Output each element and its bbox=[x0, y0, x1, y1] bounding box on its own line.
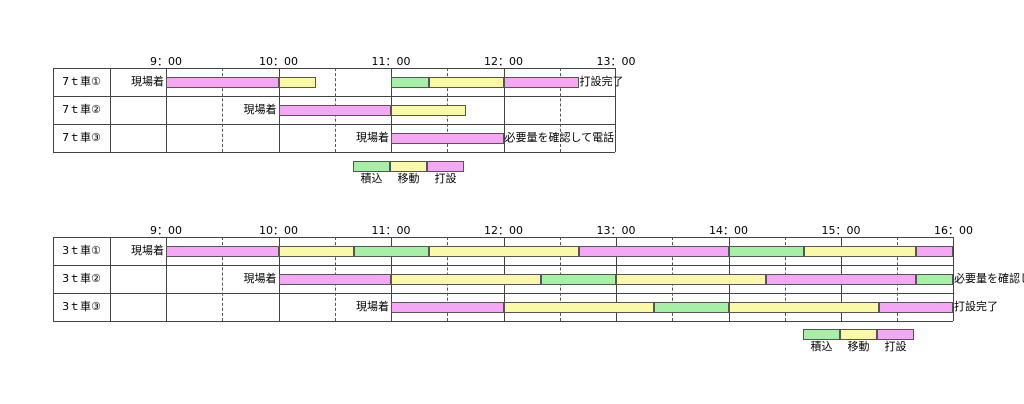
table-border-top bbox=[53, 237, 953, 238]
legend-label: 打設 bbox=[884, 340, 907, 353]
segment-place bbox=[166, 77, 279, 88]
legend-swatch-place bbox=[427, 161, 464, 172]
legend-label: 移動 bbox=[397, 172, 420, 185]
legend-label: 移動 bbox=[847, 340, 870, 353]
arrival-label: 現場着 bbox=[356, 131, 389, 144]
segment-move bbox=[391, 274, 541, 285]
hour-label: 13：00 bbox=[596, 224, 636, 237]
hour-label: 11：00 bbox=[371, 55, 411, 68]
segment-place bbox=[916, 246, 953, 257]
segment-place bbox=[503, 77, 579, 88]
hour-label: 10：00 bbox=[259, 55, 298, 68]
segment-move bbox=[428, 77, 504, 88]
hour-gridline bbox=[504, 68, 505, 152]
label-column-divider bbox=[110, 237, 111, 321]
arrival-label: 現場着 bbox=[131, 244, 164, 257]
half-hour-gridline bbox=[222, 68, 223, 152]
legend-swatch-move bbox=[390, 161, 427, 172]
segment-place bbox=[278, 105, 391, 116]
end-note: 必要量を確認して電話 bbox=[954, 272, 1024, 285]
segment-place bbox=[766, 274, 916, 285]
legend-label: 積込 bbox=[810, 340, 833, 353]
legend-swatch-move bbox=[840, 329, 877, 340]
table-border-top bbox=[53, 68, 615, 69]
row-divider bbox=[53, 265, 953, 266]
legend-label: 打設 bbox=[434, 172, 457, 185]
legend-swatch-place bbox=[877, 329, 914, 340]
legend-swatch-load bbox=[803, 329, 840, 340]
half-hour-gridline bbox=[560, 68, 561, 152]
arrival-label: 現場着 bbox=[131, 75, 164, 88]
hour-label: 16：00 bbox=[934, 224, 973, 237]
segment-load bbox=[653, 302, 729, 313]
segment-load bbox=[353, 246, 429, 257]
half-hour-gridline bbox=[222, 237, 223, 321]
segment-place bbox=[878, 302, 953, 313]
end-note: 必要量を確認して電話 bbox=[504, 131, 615, 144]
segment-move bbox=[391, 105, 466, 116]
vehicle-label: 7ｔ車① bbox=[62, 75, 101, 88]
segment-load bbox=[541, 274, 616, 285]
segment-move bbox=[278, 246, 354, 257]
hour-label: 13：00 bbox=[596, 55, 636, 68]
end-note: 打設完了 bbox=[954, 300, 998, 313]
hour-label: 11：00 bbox=[371, 224, 411, 237]
segment-move bbox=[503, 302, 654, 313]
arrival-label: 現場着 bbox=[356, 300, 389, 313]
vehicle-label: 7ｔ車② bbox=[62, 103, 101, 116]
segment-load bbox=[391, 77, 429, 88]
segment-place bbox=[166, 246, 279, 257]
hour-label: 12：00 bbox=[484, 224, 523, 237]
segment-place bbox=[578, 246, 729, 257]
legend-label: 積込 bbox=[360, 172, 383, 185]
segment-load bbox=[728, 246, 804, 257]
segment-move bbox=[278, 77, 316, 88]
vehicle-label: 7ｔ車③ bbox=[62, 131, 101, 144]
hour-gridline bbox=[166, 68, 167, 152]
segment-move bbox=[616, 274, 766, 285]
table-border-bottom bbox=[53, 321, 953, 322]
segment-load bbox=[916, 274, 953, 285]
segment-place bbox=[278, 274, 391, 285]
hour-label: 12：00 bbox=[484, 55, 523, 68]
hour-label: 14：00 bbox=[709, 224, 748, 237]
arrival-label: 現場着 bbox=[243, 103, 277, 116]
legend-swatch-load bbox=[353, 161, 390, 172]
hour-gridline bbox=[166, 237, 167, 321]
table-border-left bbox=[53, 68, 54, 152]
hour-label: 15：00 bbox=[821, 224, 861, 237]
vehicle-label: 3ｔ車① bbox=[62, 244, 101, 257]
table-border-right bbox=[953, 237, 954, 321]
row-divider bbox=[53, 293, 953, 294]
arrival-label: 現場着 bbox=[243, 272, 277, 285]
row-divider bbox=[53, 96, 615, 97]
table-border-bottom bbox=[53, 152, 615, 153]
segment-move bbox=[728, 302, 879, 313]
table-border-left bbox=[53, 237, 54, 321]
row-divider bbox=[53, 124, 615, 125]
segment-place bbox=[391, 302, 504, 313]
label-column-divider bbox=[110, 68, 111, 152]
hour-label: 9：00 bbox=[150, 224, 182, 237]
hour-label: 10：00 bbox=[259, 224, 298, 237]
hour-label: 9：00 bbox=[150, 55, 182, 68]
segment-move bbox=[803, 246, 916, 257]
segment-place bbox=[391, 133, 504, 144]
table-border-right bbox=[615, 68, 616, 152]
end-note: 打設完了 bbox=[579, 75, 624, 88]
vehicle-label: 3ｔ車② bbox=[62, 272, 101, 285]
segment-move bbox=[428, 246, 579, 257]
vehicle-label: 3ｔ車③ bbox=[62, 300, 101, 313]
